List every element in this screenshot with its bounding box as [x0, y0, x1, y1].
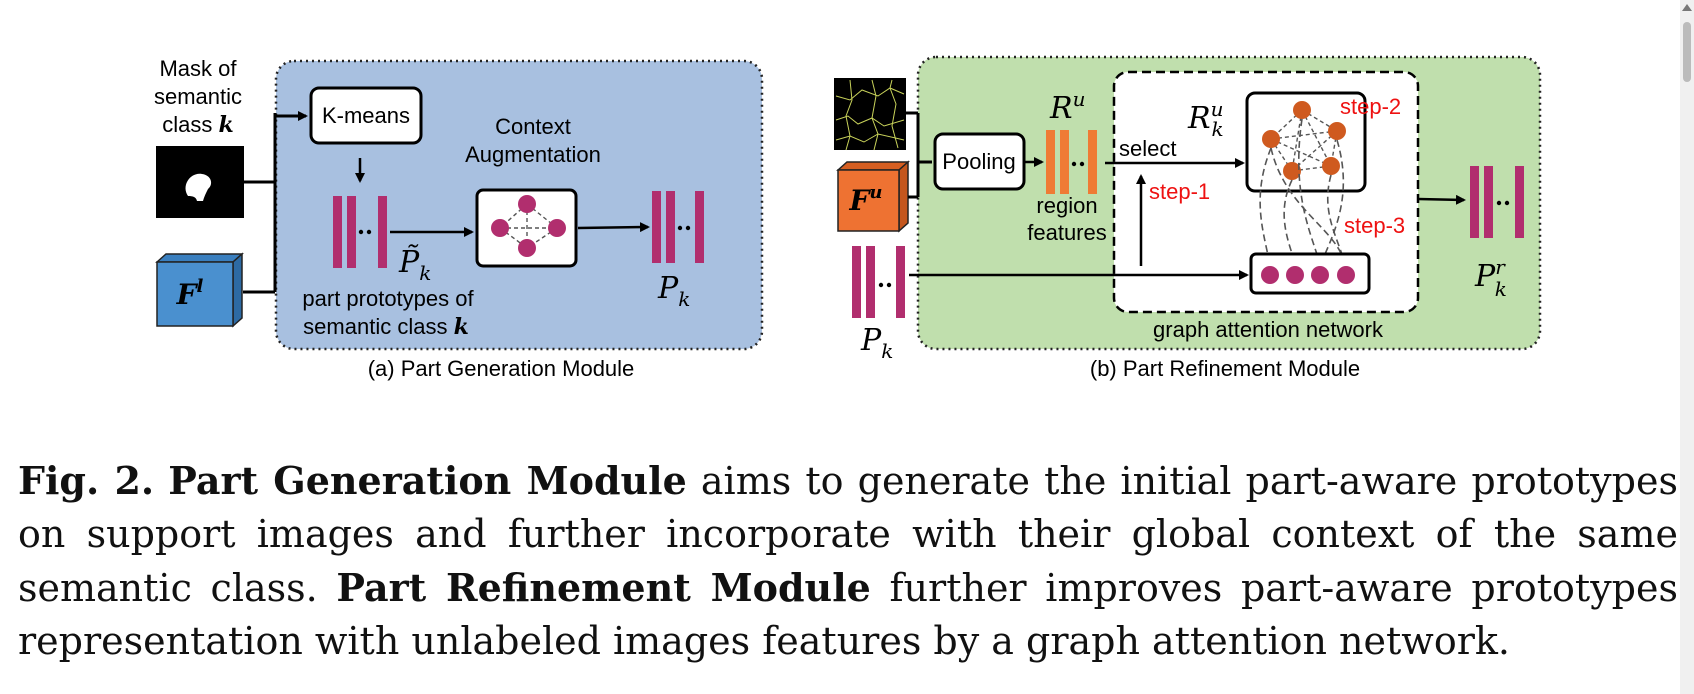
figure-diagram: Mask of semantic class k Fl K-means P̃k … — [154, 55, 1542, 381]
step1-label: step-1 — [1149, 179, 1210, 204]
caption-fig-label: Fig. 2. — [18, 458, 155, 503]
feature-u-label: Fu — [849, 182, 883, 217]
feature-l-label: Fl — [176, 276, 204, 311]
parts-label-line2: semantic class k — [303, 314, 469, 340]
region-label-line2: features — [1027, 220, 1107, 245]
feature-u-cube — [836, 160, 910, 233]
input-prototype-bars — [852, 246, 905, 318]
kmeans-label: K-means — [322, 103, 410, 128]
feature-l-cube — [155, 252, 244, 328]
initial-prototype-bars — [333, 196, 387, 268]
mask-label-line1: Mask of — [159, 56, 237, 81]
vertical-scrollbar[interactable] — [1680, 0, 1694, 694]
prototype-node-box — [1249, 252, 1371, 295]
unlabeled-image-thumbnail — [834, 78, 906, 151]
scrollbar-thumb[interactable] — [1683, 22, 1691, 82]
caption-text-2: further improves part-aware prototypes r… — [18, 566, 1678, 663]
figure-caption: Fig. 2. Part Generation Module aims to g… — [18, 454, 1678, 668]
parts-label-line1: part prototypes of — [302, 286, 474, 311]
caption-bold-2: Part Refinement Module — [336, 565, 871, 610]
prototype-nodes — [1261, 266, 1355, 284]
region-label-line1: region — [1036, 193, 1097, 218]
refined-prototype-bars — [1470, 166, 1524, 238]
step2-label: step-2 — [1340, 94, 1401, 119]
output-prototype-bars — [652, 191, 704, 263]
context-label-line1: Context — [495, 114, 571, 139]
select-label: select — [1119, 136, 1176, 161]
pooling-box — [933, 132, 1026, 191]
pooling-label: Pooling — [942, 149, 1015, 174]
kmeans-box — [309, 86, 423, 145]
proto-tilde-label: P̃k — [398, 245, 431, 285]
context-graph-nodes — [491, 195, 566, 257]
step3-label: step-3 — [1344, 213, 1405, 238]
gat-to-output-arrow — [1417, 194, 1466, 205]
region-graph-nodes — [1262, 101, 1346, 180]
mask-shape — [185, 173, 212, 201]
mask-label-line3: class k — [162, 112, 234, 138]
scroll-up-arrow-icon[interactable] — [1682, 4, 1692, 11]
panel-b-title: (b) Part Refinement Module — [1090, 356, 1360, 381]
context-label-line2: Augmentation — [465, 142, 601, 167]
region-var-label: Ru — [1049, 87, 1085, 126]
caption-bold-1: Part Generation Module — [168, 458, 687, 503]
to-output-arrow — [577, 222, 650, 233]
mask-label-line2: semantic — [154, 84, 242, 109]
caption-text-1: aims to generate the initial part-aware … — [18, 459, 1678, 610]
gat-label: graph attention network — [1153, 317, 1384, 342]
region-feature-bars — [1046, 130, 1097, 194]
input-proto-label: Pk — [860, 323, 893, 363]
panel-a-title: (a) Part Generation Module — [368, 356, 635, 381]
output-proto-label: Pk — [657, 271, 690, 311]
